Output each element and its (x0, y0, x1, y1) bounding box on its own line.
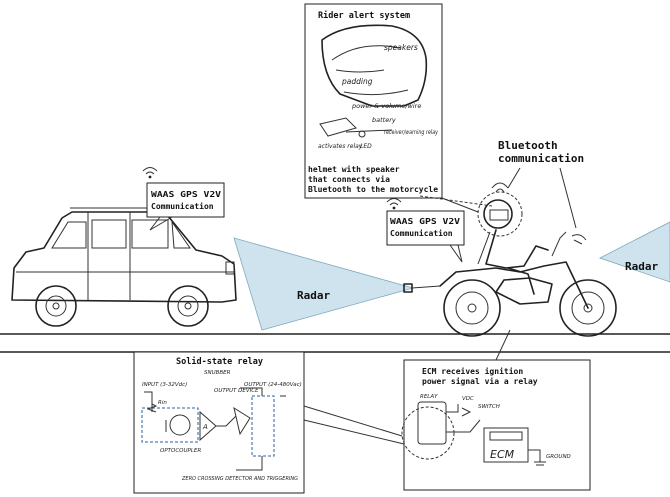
ecm-label-ground: GROUND (546, 454, 571, 460)
car-sketch (12, 208, 236, 326)
bluetooth-line-2: communication (498, 152, 584, 165)
bluetooth-arrow-2 (560, 168, 576, 228)
relay-label-rin: Rin (158, 400, 167, 406)
rider-alert-panel: Rider alert system speakers padding powe… (305, 4, 442, 198)
bluetooth-arrow (508, 168, 520, 188)
helmet-label-power-wire: power & volume/wire (351, 102, 421, 110)
wifi-icon (143, 168, 157, 179)
relay-label-output: OUTPUT (24-480Vac) (244, 382, 302, 388)
bike-waas-line-1: WAAS GPS V2V (390, 217, 460, 226)
relay-label-snubber: SNUBBER (204, 370, 231, 376)
helmet-label-speakers: speakers (384, 43, 418, 52)
rider-alert-caption-3: Bluetooth to the motorcycle (308, 185, 438, 194)
bluetooth-line-1: Bluetooth (498, 139, 558, 152)
ecm-label-vdc: VDC (462, 396, 474, 402)
relay-label-zero-crossing: ZERO CROSSING DETECTOR AND TRIGGERING (181, 476, 298, 482)
relay-label-optocoupler: OPTOCOUPLER (160, 448, 201, 454)
rider-alert-connector (420, 196, 492, 206)
radar-label-left: Radar (297, 289, 330, 302)
ecm-title-1: ECM receives ignition (422, 366, 523, 376)
radar-beam-right (600, 222, 670, 282)
rider-alert-caption-1: helmet with speaker (308, 164, 400, 174)
relay-label-input: INPUT (3-32Vdc) (142, 382, 187, 388)
bike-waas-line-2: Communication (390, 228, 453, 238)
helmet-label-padding: padding (341, 77, 373, 86)
road (0, 334, 670, 352)
car-waas-callout: WAAS GPS V2V Communication (147, 183, 224, 230)
ecm-label-relay: RELAY (420, 394, 438, 400)
relay-title: Solid-state relay (176, 356, 263, 367)
relay-label-amp: A (202, 423, 208, 431)
helmet-label-activates-relay: activates relay (318, 143, 363, 150)
ecm-title-2: power signal via a relay (422, 376, 538, 386)
helmet-label-receiver: receiver/warning relay (384, 129, 438, 136)
helmet-label-led: LED (360, 143, 372, 150)
ecm-label-switch: SWITCH (478, 404, 500, 410)
helmet-label-battery: battery (372, 116, 396, 124)
rider-alert-caption-2: that connects via (308, 174, 390, 184)
car-waas-line-1: WAAS GPS V2V (151, 190, 221, 199)
bluetooth-label: Bluetooth communication (498, 139, 584, 165)
radar-beam-left (234, 238, 413, 330)
radar-label-right: Radar (625, 260, 658, 273)
wifi-icon (387, 199, 401, 210)
rider-alert-title: Rider alert system (318, 10, 410, 21)
relay-label-output-device: OUTPUT DEVICE (214, 388, 259, 394)
ecm-label-ecm: ECM (490, 448, 515, 461)
ecm-panel: ECM receives ignition power signal via a… (404, 360, 590, 490)
relay-panel: Solid-state relay INPUT (3-32Vdc) Rin OP… (134, 352, 304, 493)
car-waas-line-2: Communication (151, 201, 214, 211)
bike-waas-callout: WAAS GPS V2V Communication (387, 211, 464, 262)
